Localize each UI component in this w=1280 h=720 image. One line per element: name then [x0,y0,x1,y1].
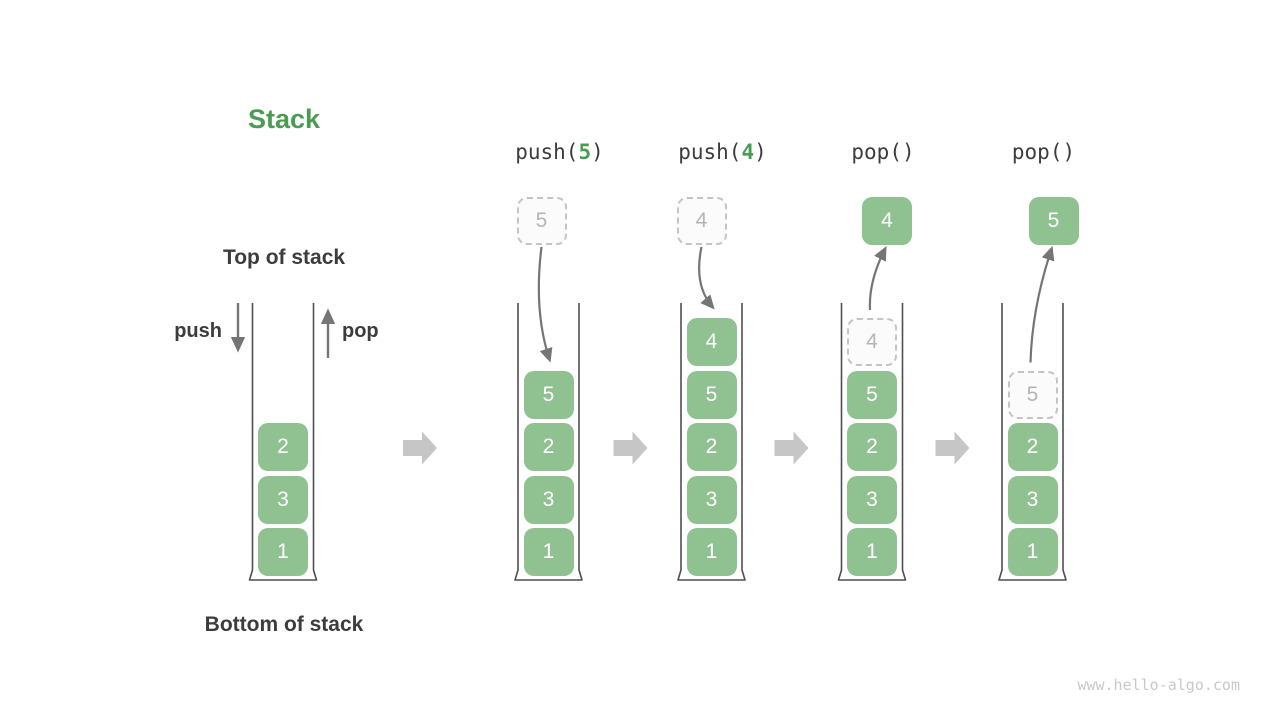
diagram-title: Stack [247,104,321,134]
stack-item: 1 [1007,528,1058,576]
bottom-of-stack-label: Bottom of stack [204,613,364,636]
operation-label-push-4: push(4) [678,140,767,164]
stack-container-pop-5 [998,303,1067,581]
push-arrow [537,246,553,363]
stack-item: 2 [258,423,308,471]
stack-item: 1 [847,528,897,576]
push-direction-label: push [174,320,222,342]
popped-slot-ghost: 4 [847,318,897,366]
stack-item: 3 [847,475,897,524]
stack-item: 1 [523,528,574,576]
incoming-value-box: 5 [516,197,567,245]
stack-item: 3 [523,475,574,524]
pop-arrow [868,246,887,311]
stack-container-push-5 [514,303,583,581]
operation-text: ) [754,140,767,164]
operation-text: pop() [851,140,915,164]
stack-container-initial [248,303,318,581]
next-step-arrow-icon [935,431,970,465]
operation-arg: 4 [741,140,755,164]
stack-item: 3 [686,475,737,524]
next-step-arrow-icon [774,431,809,465]
operation-label-pop-5: pop() [1012,140,1075,164]
stack-container-push-4 [677,303,746,581]
stack-item: 2 [686,423,737,471]
stack-item: 2 [1007,423,1058,471]
stack-item: 5 [686,370,737,419]
popped-value-box: 4 [862,197,912,245]
operation-text: push( [515,140,579,164]
stack-item: 2 [847,423,897,471]
stack-item: 3 [258,475,308,524]
operation-label-push-5: push(5) [515,140,604,164]
operation-label-pop-4: pop() [851,140,914,164]
top-of-stack-label: Top of stack [222,246,346,269]
stack-item: 3 [1007,475,1058,524]
stack-item: 1 [258,528,308,576]
stack-item: 5 [523,370,574,419]
popped-value-box: 5 [1028,197,1079,245]
popped-slot-ghost: 5 [1007,370,1058,419]
operation-arg: 5 [578,140,592,164]
push-arrow [698,246,715,310]
pop-direction-label: pop [342,320,379,342]
stack-item: 5 [847,370,897,419]
stack-item: 2 [523,423,574,471]
operation-text: push( [678,140,742,164]
next-step-arrow-icon [613,431,648,465]
operation-text: ) [591,140,604,164]
next-step-arrow-icon [403,431,437,465]
stack-container-pop-4 [837,303,907,581]
watermark: www.hello-algo.com [1077,676,1240,694]
incoming-value-box: 4 [676,197,727,245]
operation-text: pop() [1011,140,1076,164]
stack-item: 1 [686,528,737,576]
stack-item: 4 [686,318,737,366]
pop-arrow [1029,245,1055,363]
